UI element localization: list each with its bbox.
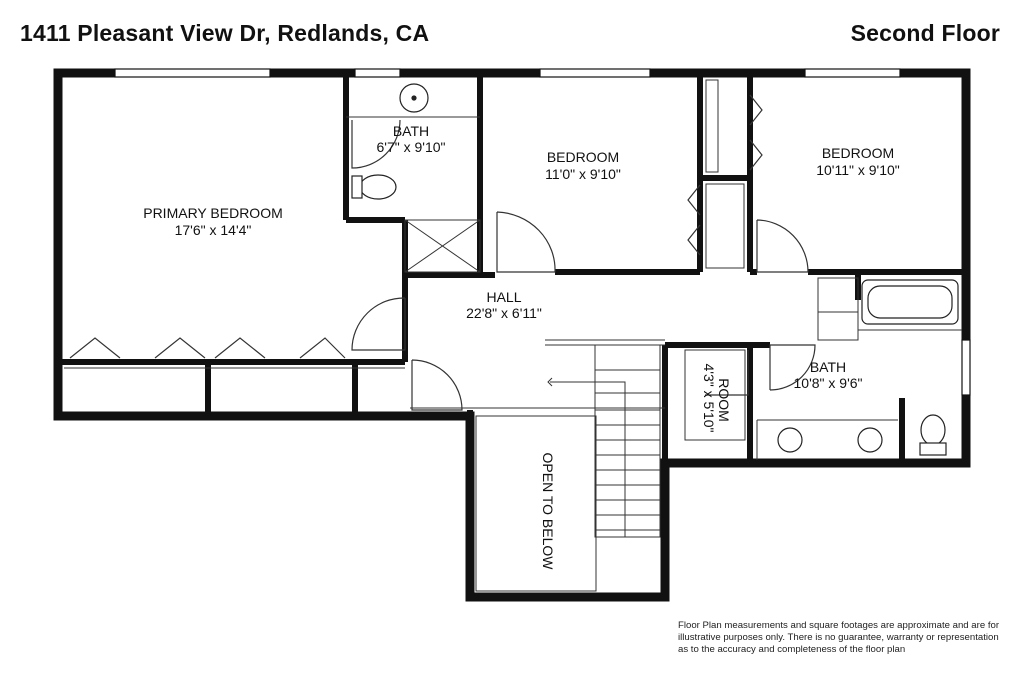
interior-walls bbox=[58, 73, 966, 463]
room-bath-1-dims: 6'7" x 9'10" bbox=[377, 139, 446, 155]
room-bedroom-2-name: BEDROOM bbox=[822, 145, 894, 161]
exterior-walls bbox=[53, 68, 971, 602]
fixtures bbox=[351, 83, 959, 456]
room-primary-bedroom-name: PRIMARY BEDROOM bbox=[143, 205, 283, 221]
toilet-icon-2 bbox=[920, 414, 946, 446]
room-small-dims: 4'3" x 5'10" bbox=[701, 364, 717, 433]
room-primary-bedroom-dims: 17'6" x 14'4" bbox=[175, 222, 252, 238]
closet-doors bbox=[69, 94, 763, 359]
windows bbox=[114, 68, 971, 396]
room-bath-2-name: BATH bbox=[810, 359, 846, 375]
sink-icon-3 bbox=[857, 427, 883, 453]
room-bedroom-1-dims: 11'0" x 9'10" bbox=[545, 166, 621, 182]
toilet-icon bbox=[359, 174, 397, 200]
open-to-below-label: OPEN TO BELOW bbox=[540, 453, 556, 571]
room-bath-2-dims: 10'8" x 9'6" bbox=[794, 375, 863, 391]
floor-label: Second Floor bbox=[850, 20, 1000, 46]
room-hall-name: HALL bbox=[486, 289, 521, 305]
door-swings bbox=[351, 119, 816, 411]
room-bedroom-1-name: BEDROOM bbox=[547, 149, 619, 165]
room-bedroom-2-dims: 10'11" x 9'10" bbox=[816, 162, 900, 178]
sink-icon-2 bbox=[777, 427, 803, 453]
room-bath-1-name: BATH bbox=[393, 123, 429, 139]
room-hall-dims: 22'8" x 6'11" bbox=[466, 305, 542, 321]
address-title: 1411 Pleasant View Dr, Redlands, CA bbox=[20, 20, 430, 46]
room-small-name: ROOM bbox=[716, 378, 732, 422]
disclaimer-text: Floor Plan measurements and square foota… bbox=[678, 620, 1000, 655]
